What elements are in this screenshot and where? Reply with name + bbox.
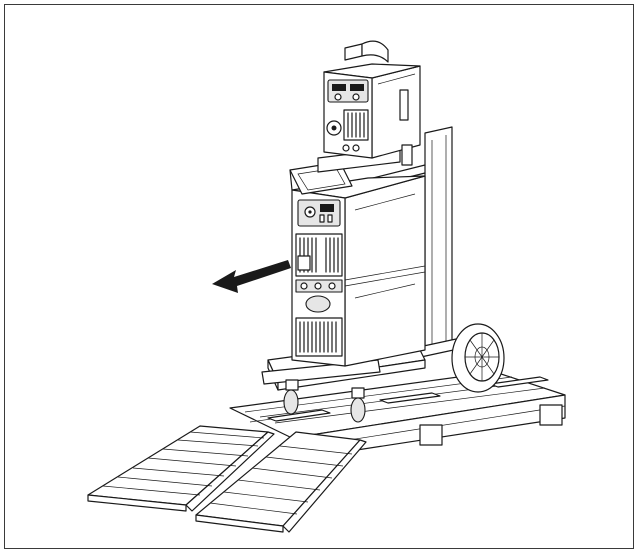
castor-wheel-right: [350, 387, 366, 423]
vent-upper: [295, 233, 343, 277]
castor-wheel-left: [283, 379, 299, 415]
power-source: [291, 175, 426, 367]
wire-feeder: [317, 40, 421, 173]
vent-lower: [295, 317, 343, 357]
arrow-left-icon: [212, 260, 291, 293]
ramp-right: [195, 431, 367, 533]
rear-wheel: [451, 323, 505, 393]
ramp-left: [87, 425, 275, 512]
